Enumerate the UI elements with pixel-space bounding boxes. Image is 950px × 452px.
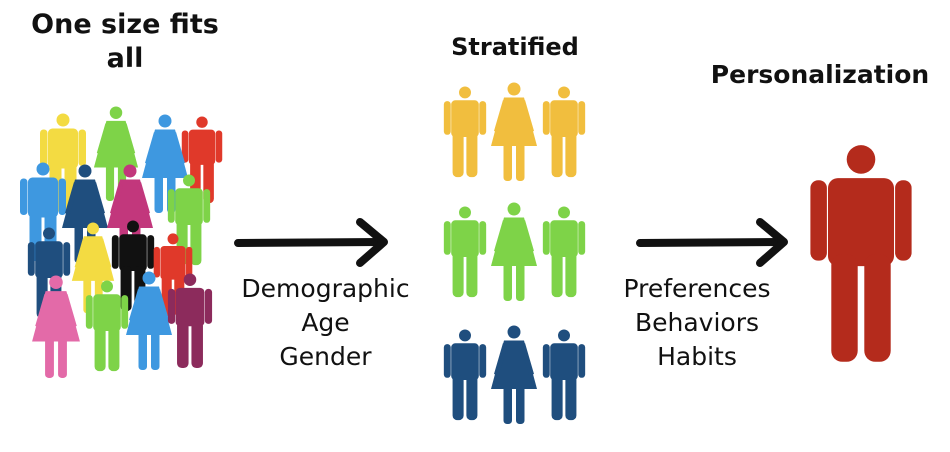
individual-person-icon [810,145,912,362]
one-size-title: One size fits all [31,9,219,74]
stratified-person-icon [542,329,586,421]
stratified-navy-row [443,325,586,424]
label-demographic: Demographic [241,274,410,303]
label-age: Age [301,308,350,337]
arrow-2-icon [636,218,788,267]
stratified-title: Stratified [451,33,579,61]
stratified-yellow-row [443,82,586,181]
stratified-person-icon [491,202,537,301]
stratified-person-icon [443,329,487,421]
personalization-title: Personalization [710,60,930,89]
stratified-person-icon [443,206,487,298]
crowd-group [20,106,223,378]
stratified-person-icon [491,325,537,424]
stratified-person-icon [542,86,586,178]
stratified-person-icon [491,82,537,181]
transition-1-labels: Demographic Age Gender [218,272,433,374]
label-habits: Habits [657,342,737,371]
label-gender: Gender [279,342,372,371]
stratified-person-icon [443,86,487,178]
stratified-green-row [443,202,586,301]
transition-2-labels: Preferences Behaviors Habits [598,272,796,374]
label-behaviors: Behaviors [634,308,760,337]
stratified-person-icon [542,206,586,298]
arrow-1-icon [234,218,388,267]
label-preferences: Preferences [623,274,771,303]
